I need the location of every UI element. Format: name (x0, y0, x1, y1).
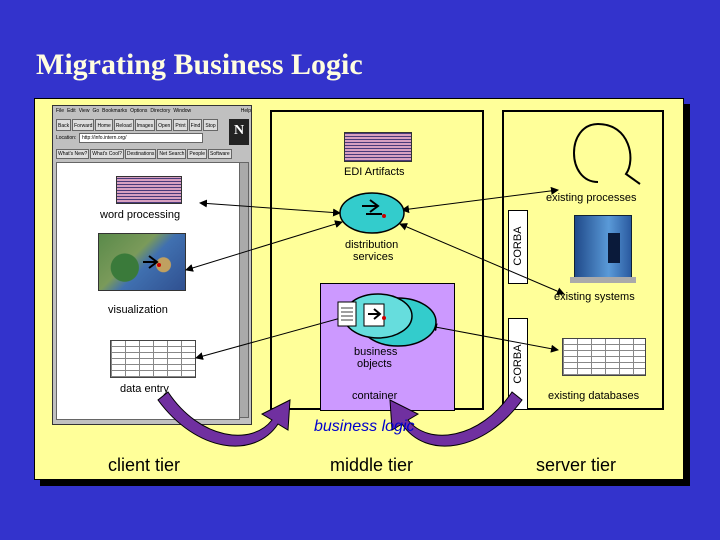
object-icon (362, 199, 382, 215)
menu-file[interactable]: File (56, 108, 65, 114)
toolbar-forward[interactable]: Forward (72, 119, 95, 131)
menu-options[interactable]: Options (130, 108, 148, 114)
label-existing-systems: existing systems (554, 291, 635, 303)
location-label: Location: (56, 135, 77, 141)
label-edi-artifacts: EDI Artifacts (344, 166, 405, 178)
netscape-logo: N (229, 119, 249, 145)
label-middle-tier: middle tier (330, 455, 414, 475)
toolbar-open[interactable]: Open (156, 119, 173, 131)
button-people[interactable]: People (187, 149, 207, 159)
migration-arrow-right (389, 391, 523, 447)
link-word-processing (199, 199, 341, 217)
object-icon (143, 255, 161, 269)
label-distribution-services-2: services (353, 251, 394, 263)
menu-directory[interactable]: Directory (150, 108, 171, 114)
menu-edit[interactable]: Edit (67, 108, 76, 114)
label-business-objects-1: business (354, 346, 398, 358)
link-processes (401, 186, 559, 214)
location-field[interactable]: http://info.intern.org/ (79, 133, 203, 143)
directory-buttons: What's New? What's Cool? Destinations Ne… (56, 149, 232, 159)
link-visualization (185, 220, 343, 272)
label-distribution-services-1: distribution (345, 239, 399, 251)
label-visualization: visualization (108, 304, 168, 316)
button-software[interactable]: Software (207, 149, 232, 159)
word-processing-document (116, 176, 182, 204)
label-client-tier: client tier (108, 455, 181, 475)
label-business-logic: business logic (314, 418, 415, 435)
label-data-entry: data entry (120, 383, 169, 395)
label-existing-processes: existing processes (546, 192, 637, 204)
link-data-entry (195, 314, 349, 360)
button-net-search[interactable]: Net Search (157, 149, 187, 159)
data-entry-table (110, 340, 196, 378)
label-existing-databases: existing databases (548, 390, 640, 402)
map-visualization (98, 233, 186, 291)
database-table (562, 338, 646, 376)
browser-menubar: File Edit View Go Bookmarks Options Dire… (53, 106, 254, 116)
toolbar-home[interactable]: Home (95, 119, 113, 131)
button-whats-cool[interactable]: What's Cool? (90, 149, 124, 159)
server-machine (570, 215, 638, 285)
document-icon (337, 301, 357, 327)
object-icon (368, 308, 382, 320)
toolbar-reload[interactable]: Reload (113, 119, 134, 131)
button-whats-new[interactable]: What's New? (56, 149, 90, 159)
button-destinations[interactable]: Destinations (124, 149, 157, 159)
label-container: container (352, 390, 398, 402)
menu-help[interactable]: Help (240, 108, 251, 114)
menu-bookmarks[interactable]: Bookmarks (102, 108, 128, 114)
toolbar-stop[interactable]: Stop (203, 119, 218, 131)
link-systems (399, 223, 565, 295)
browser-scrollbar[interactable] (239, 162, 249, 418)
label-word-processing: word processing (100, 209, 181, 221)
label-business-objects-2: objects (357, 358, 392, 370)
toolbar-back[interactable]: Back (56, 119, 72, 131)
edi-artifact-document (344, 132, 412, 162)
browser-toolbar: Back Forward Home Reload Images Open Pri… (56, 119, 226, 131)
toolbar-find[interactable]: Find (188, 119, 203, 131)
menu-view[interactable]: View (78, 108, 90, 114)
existing-processes-loop (573, 122, 641, 185)
menu-go[interactable]: Go (92, 108, 100, 114)
link-databases (429, 323, 559, 353)
label-server-tier: server tier (536, 455, 617, 475)
slide-title: Migrating Business Logic (36, 48, 363, 81)
toolbar-print[interactable]: Print (173, 119, 188, 131)
migration-arrow-left (157, 391, 291, 447)
toolbar-images[interactable]: Images (134, 119, 156, 131)
menu-window[interactable]: Window (173, 108, 192, 114)
